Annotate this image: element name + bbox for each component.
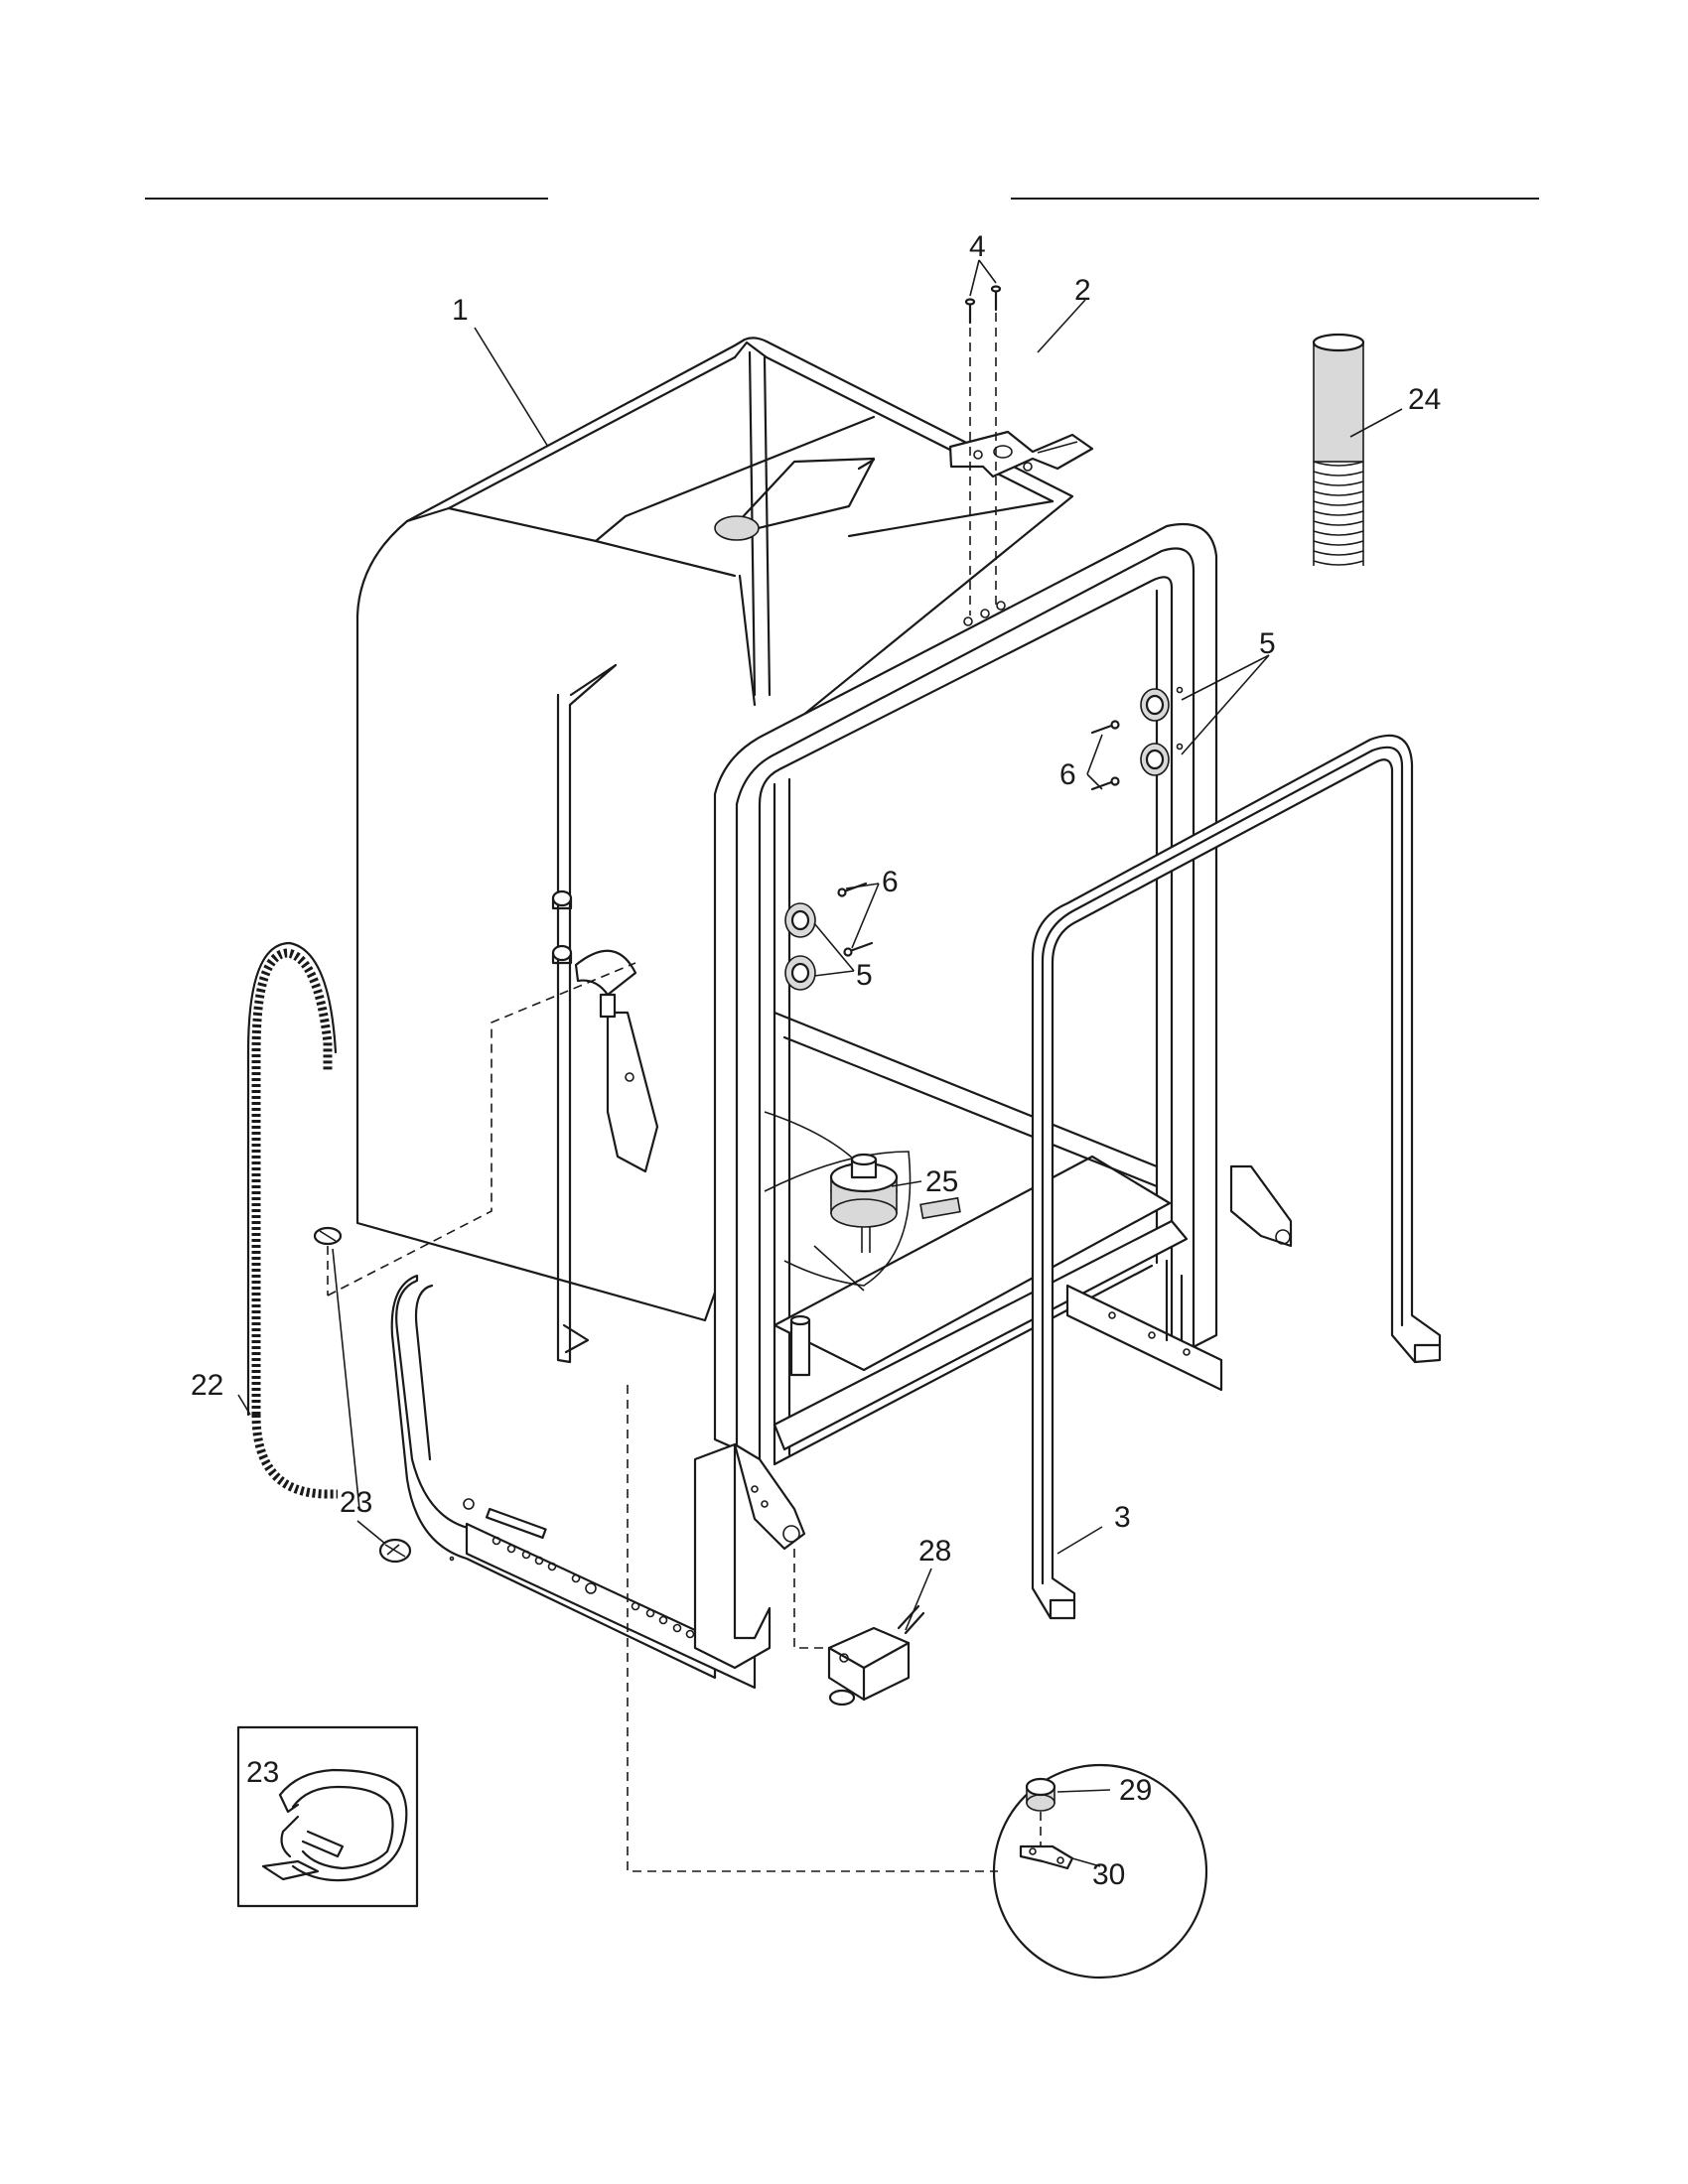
callout-5-upper: 5 xyxy=(1259,627,1276,660)
switch-part-28 xyxy=(827,1604,925,1706)
bracket-part-2 xyxy=(948,430,1094,478)
callout-6-lower: 6 xyxy=(882,866,899,898)
callout-28: 28 xyxy=(918,1535,951,1568)
base-frame xyxy=(390,1274,806,1690)
callout-22: 22 xyxy=(191,1369,223,1402)
tub-side-peg xyxy=(551,889,573,965)
callout-3: 3 xyxy=(1114,1501,1131,1534)
callout-23-upper: 23 xyxy=(340,1486,372,1519)
clamp-part-23-upper xyxy=(313,1226,343,1246)
clamp-detail-inset xyxy=(236,1725,419,1908)
gasket-part-22 xyxy=(246,941,338,1499)
clamp-part-23-lower xyxy=(378,1538,412,1564)
detail-circle xyxy=(992,1763,1208,1979)
roller-part-5-upper xyxy=(1140,686,1184,776)
callout-4: 4 xyxy=(969,230,986,263)
callout-1: 1 xyxy=(452,294,469,327)
callout-30: 30 xyxy=(1092,1858,1125,1891)
callout-5-lower: 5 xyxy=(856,959,873,992)
door-gasket-part-3 xyxy=(1031,734,1442,1620)
screw-part-6-upper xyxy=(1090,720,1120,791)
hose-part-24 xyxy=(1312,333,1365,566)
door-frame xyxy=(713,522,1293,1466)
spray-hub-part-25 xyxy=(829,1153,899,1253)
callout-24: 24 xyxy=(1408,383,1441,416)
leader-lines xyxy=(237,259,1403,1867)
roller-part-5-lower xyxy=(784,902,816,991)
screw-part-4 xyxy=(964,285,1002,325)
screw-part-6-lower xyxy=(837,882,874,957)
button-part-29 xyxy=(1025,1777,1056,1812)
callout-2: 2 xyxy=(1074,274,1091,307)
callout-25: 25 xyxy=(925,1165,958,1198)
callout-29: 29 xyxy=(1119,1774,1152,1807)
callout-23-inset: 23 xyxy=(246,1756,279,1789)
bracket-part-30 xyxy=(1019,1844,1074,1870)
callout-6-upper: 6 xyxy=(1059,758,1076,791)
